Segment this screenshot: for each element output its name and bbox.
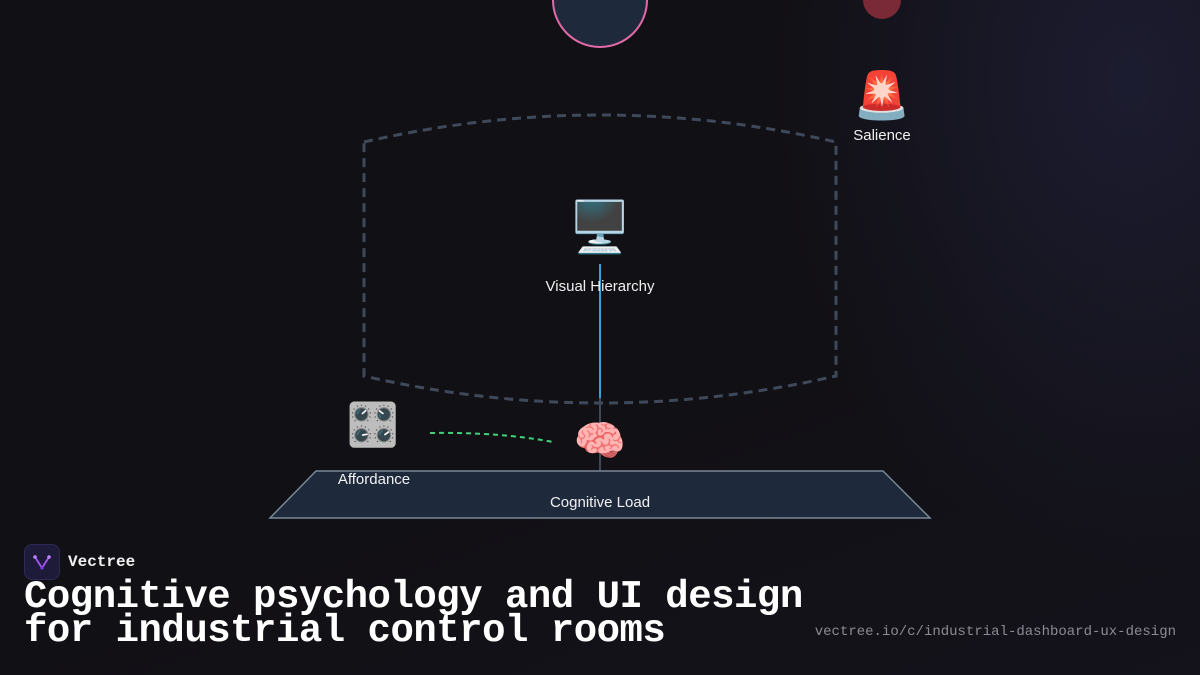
title-line-2: for industrial control rooms	[24, 609, 666, 653]
cognitive-load-label: Cognitive Load	[549, 494, 651, 511]
salience-label: Salience	[853, 127, 911, 144]
red-circle-node	[863, 0, 901, 19]
control-knobs-icon: 🎛️	[346, 401, 400, 448]
desktop-computer-icon: 🖥️	[568, 199, 632, 255]
affordance-label: Affordance	[337, 471, 411, 488]
vectree-logo-icon	[24, 544, 60, 580]
affordance-connector	[429, 431, 554, 443]
visual-hierarchy-label: Visual Hierarchy	[545, 278, 655, 295]
dashed-frame	[362, 113, 838, 405]
source-url[interactable]: vectree.io/c/industrial-dashboard-ux-des…	[814, 624, 1176, 640]
brand[interactable]: Vectree	[24, 544, 135, 580]
top-circle-node	[552, 0, 648, 48]
brain-icon: 🧠	[573, 417, 627, 464]
brand-name: Vectree	[68, 553, 136, 571]
page-title: Cognitive psychology and UI design for i…	[24, 578, 803, 651]
title-line-1: Cognitive psychology and UI design	[24, 575, 803, 619]
cognitive-load-platform	[268, 470, 932, 519]
police-light-icon: 🚨	[853, 69, 911, 121]
